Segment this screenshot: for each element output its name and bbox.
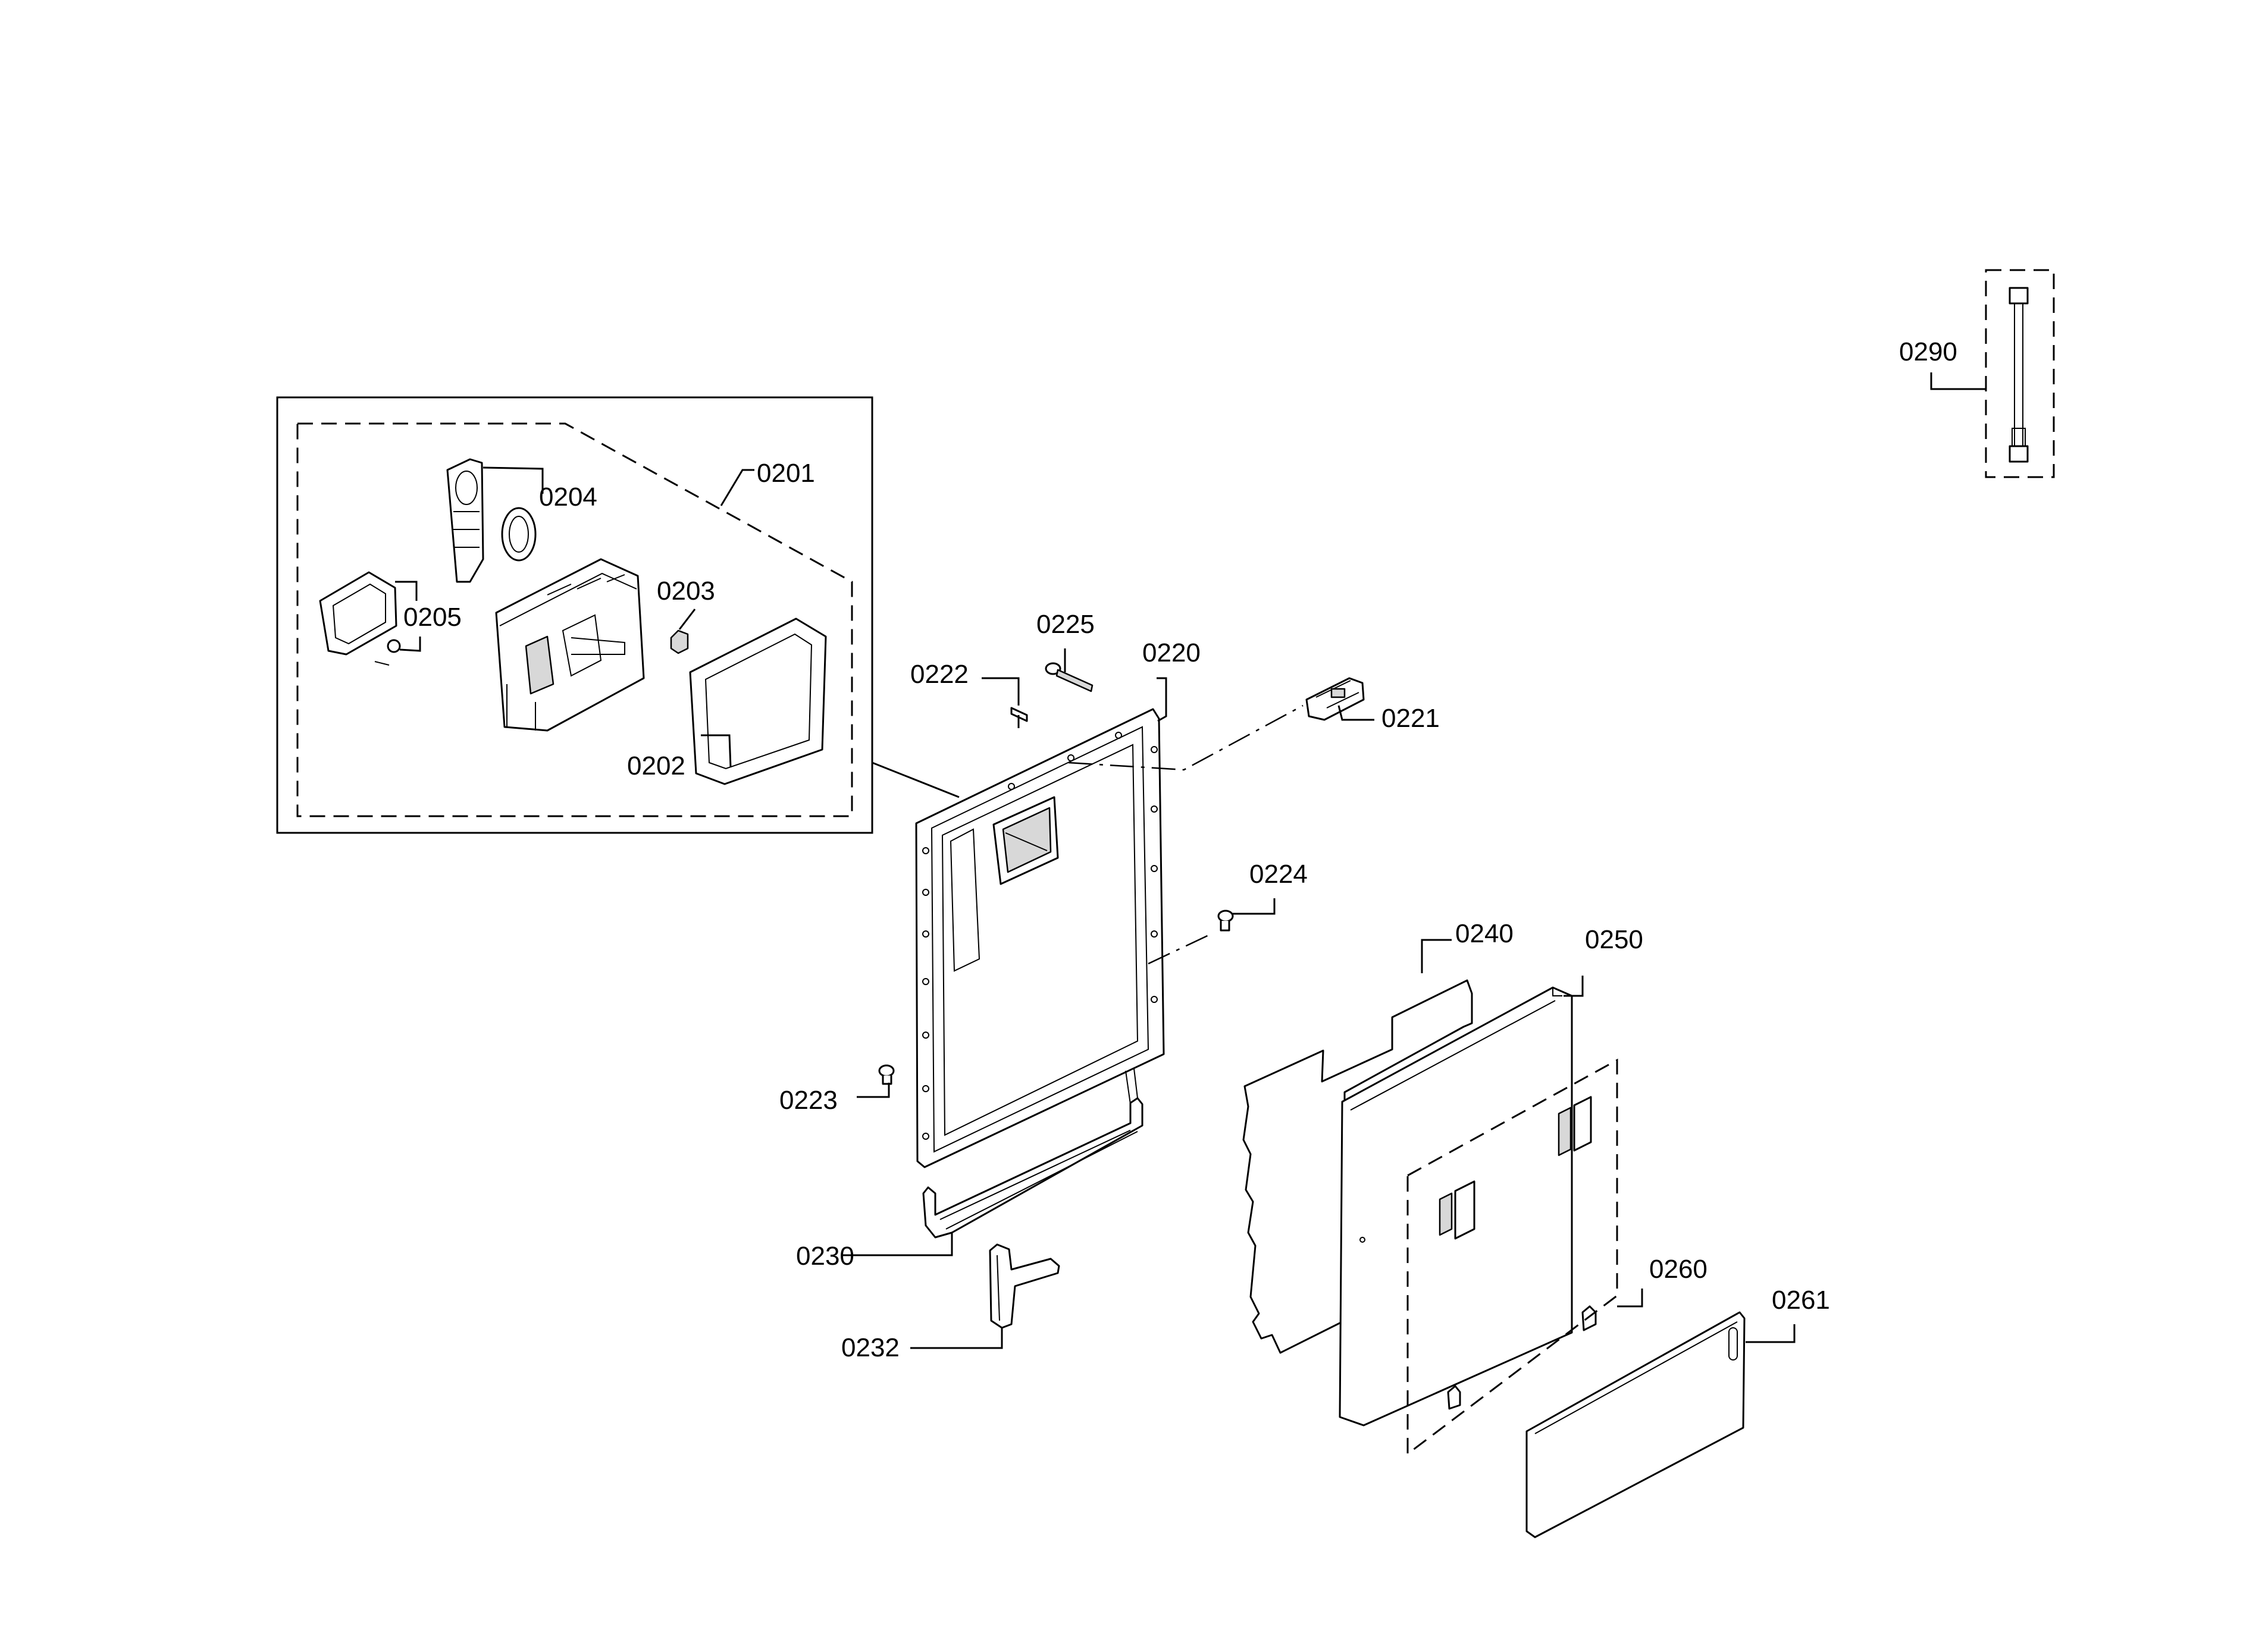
part-0204-lever-cover — [446, 458, 544, 583]
centerline-0221 — [1068, 704, 1304, 771]
label-0204: 0204 — [539, 482, 597, 512]
label-0250: 0250 — [1585, 925, 1643, 954]
label-0260: 0260 — [1649, 1255, 1708, 1284]
centerline-0224 — [1148, 932, 1214, 965]
label-0240: 0240 — [1455, 919, 1514, 948]
detail-inset-0201 — [276, 396, 960, 834]
part-0290-cable — [1930, 269, 2055, 478]
part-0221-latch — [1305, 677, 1374, 721]
label-0222: 0222 — [910, 660, 969, 689]
part-0222-screw — [982, 677, 1028, 728]
part-0224-screw — [1217, 898, 1276, 932]
label-0221: 0221 — [1381, 704, 1440, 733]
label-0205: 0205 — [403, 603, 462, 632]
label-0232: 0232 — [841, 1333, 900, 1362]
part-0220-inner-door — [915, 677, 1167, 1168]
part-0240-insulation — [1242, 939, 1473, 1354]
part-0223-screw — [857, 1064, 895, 1098]
part-0261-kick-plate — [1525, 1311, 1796, 1538]
leader-0201 — [720, 469, 754, 506]
label-0261: 0261 — [1772, 1286, 1830, 1315]
part-0232-bracket — [910, 1243, 1060, 1349]
label-0220: 0220 — [1142, 638, 1201, 667]
label-0224: 0224 — [1249, 860, 1308, 889]
label-0290: 0290 — [1899, 337, 1957, 366]
part-0203-clip — [670, 609, 696, 654]
label-0203: 0203 — [657, 576, 715, 606]
label-0201: 0201 — [757, 459, 815, 488]
part-0230-bottom-rail — [841, 1068, 1143, 1256]
dashed-panel-group — [1406, 1058, 1643, 1456]
part-0225-screw — [1045, 648, 1094, 692]
part-0202-seal-frame — [689, 617, 827, 785]
label-0202: 0202 — [627, 751, 685, 780]
label-0223: 0223 — [779, 1086, 838, 1115]
label-0225: 0225 — [1036, 610, 1095, 639]
part-dispenser-housing — [495, 558, 645, 732]
part-0205-panel — [319, 571, 421, 666]
label-0230: 0230 — [796, 1242, 854, 1271]
